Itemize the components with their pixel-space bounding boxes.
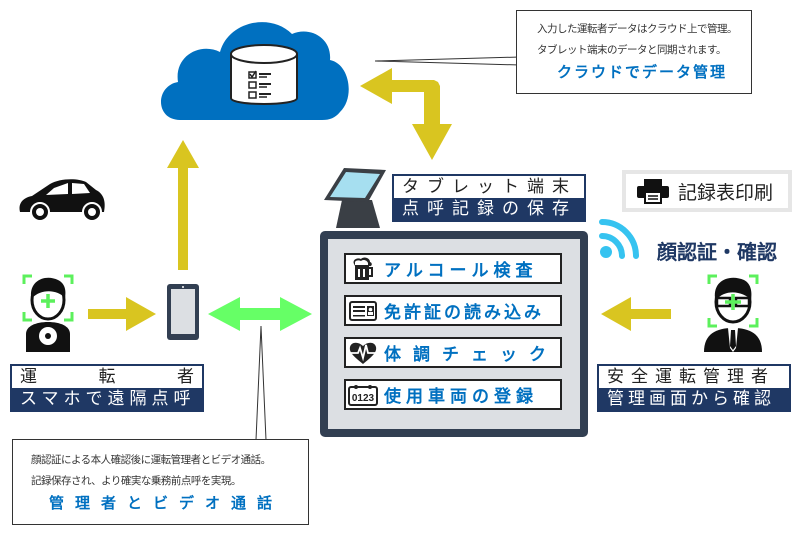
print-record-button[interactable]: 記録表印刷	[622, 170, 792, 212]
smartphone-icon	[166, 283, 200, 341]
printer-icon	[636, 178, 670, 204]
video-callout-line-1: 顔認証による本人確認後に運転管理者とビデオ通話。	[31, 454, 271, 466]
car-icon	[16, 176, 108, 222]
cloud-callout: 入力した運転者データはクラウド上で管理。 タブレット端末のデータと同期されます。…	[516, 10, 752, 94]
manager-label: 安全運転管理者 管理画面から確認	[597, 364, 791, 412]
phone-to-cloud-arrow	[167, 140, 199, 270]
beer-mug-icon	[346, 255, 380, 282]
menu-item-label: 体調チェック	[384, 345, 558, 365]
menu-item-alcohol-check[interactable]: アルコール検査	[344, 253, 562, 284]
manager-to-tablet-arrow	[601, 297, 671, 331]
driver-to-phone-arrow	[88, 297, 156, 331]
video-callout-headline: 管理者とビデオ通話	[49, 494, 284, 512]
menu-item-label: 免許証の読み込み	[384, 303, 544, 323]
video-call-double-arrow	[208, 297, 312, 331]
cloud-callout-line-2: タブレット端末のデータと同期されます。	[537, 44, 726, 56]
cloud-callout-line-1: 入力した運転者データはクラウド上で管理。	[537, 23, 738, 35]
face-auth-label: 顔認証・確認	[657, 240, 777, 264]
driver-label-subtitle: スマホで遠隔点呼	[12, 388, 202, 410]
menu-item-label: アルコール検査	[384, 261, 538, 281]
plate-number: 0123	[352, 393, 375, 404]
cloud-callout-pointer	[375, 55, 520, 67]
license-plate-icon: 0123	[346, 381, 380, 408]
menu-item-license-read[interactable]: 免許証の読み込み	[344, 295, 562, 326]
wifi-icon	[598, 214, 644, 260]
menu-item-health-check[interactable]: 体調チェック	[344, 337, 562, 368]
driver-label-char-1: 運	[20, 367, 37, 387]
menu-item-vehicle-register[interactable]: 0123 使用車両の登録	[344, 379, 562, 410]
video-callout-pointer	[253, 326, 269, 440]
manager-label-title: 安全運転管理者	[599, 366, 789, 388]
tablet-label-title: タブレット端末	[394, 176, 584, 198]
print-record-label: 記録表印刷	[678, 181, 774, 204]
driver-label-char-3: 者	[177, 367, 194, 387]
manager-face-auth-icon	[700, 272, 766, 352]
video-callout: 顔認証による本人確認後に運転管理者とビデオ通話。 記録保存され、より確実な乗務前…	[12, 439, 309, 525]
license-card-icon	[346, 297, 380, 324]
driver-face-auth-icon	[18, 272, 78, 352]
video-callout-line-2: 記録保存され、より確実な乗務前点呼を実現。	[31, 475, 241, 487]
cloud-callout-headline: クラウドでデータ管理	[557, 63, 728, 81]
heartbeat-icon	[346, 339, 380, 366]
tablet-screen: アルコール検査 免許証の読み込み 体調チェック	[320, 231, 588, 437]
menu-item-label: 使用車両の登録	[384, 387, 538, 407]
cloud-sync-arrow	[360, 66, 470, 162]
tablet-stand-icon	[322, 166, 392, 230]
driver-label-char-2: 転	[98, 367, 116, 387]
tablet-label: タブレット端末 点呼記録の保存	[392, 174, 586, 222]
manager-label-subtitle: 管理画面から確認	[599, 388, 789, 410]
driver-label: 運 転 者 スマホで遠隔点呼	[10, 364, 204, 412]
database-icon	[229, 42, 299, 112]
tablet-label-subtitle: 点呼記録の保存	[394, 198, 584, 220]
